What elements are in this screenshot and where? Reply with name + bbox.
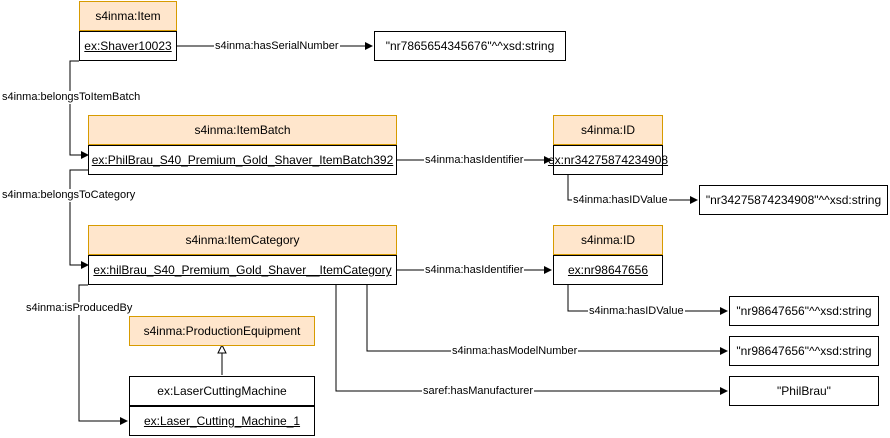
edge-has-model-number xyxy=(366,285,728,355)
category-class-header[interactable]: s4inma:ItemCategory xyxy=(88,225,397,255)
batch-class-label: s4inma:ItemBatch xyxy=(194,123,291,137)
model-literal-text: "nr98647656"^^xsd:string xyxy=(736,344,872,358)
id2-class-label: s4inma:ID xyxy=(580,233,636,247)
edge-label-has-id-value-1: s4inma:hasIDValue xyxy=(572,194,669,207)
id2-class-header[interactable]: s4inma:ID xyxy=(553,225,663,255)
manufacturer-literal[interactable]: "PhilBrau" xyxy=(729,376,879,406)
batch-class-header[interactable]: s4inma:ItemBatch xyxy=(88,115,397,145)
id2-instance-label: ex:nr98647656 xyxy=(567,263,649,277)
machine-instance-label: ex:Laser_Cutting_Machine_1 xyxy=(143,414,301,428)
equipment-class-label: s4inma:ProductionEquipment xyxy=(143,324,301,338)
edge-belongs-to-category xyxy=(69,169,89,269)
edge-label-has-model-number: s4inma:hasModelNumber xyxy=(451,345,579,358)
edge-label-belongs-to-item-batch: s4inma:belongsToItemBatch xyxy=(1,91,142,104)
edge-label-has-manufacturer: saref:hasManufacturer xyxy=(422,385,535,398)
edge-label-has-identifier-2: s4inma:hasIdentifier xyxy=(424,264,525,277)
category-instance-label: ex:hilBrau_S40_Premium_Gold_Shaver__Item… xyxy=(93,263,392,277)
item-class-header[interactable]: s4inma:Item xyxy=(79,1,177,31)
idvalue2-literal[interactable]: "nr98647656"^^xsd:string xyxy=(729,296,879,326)
equipment-class-header[interactable]: s4inma:ProductionEquipment xyxy=(129,316,315,346)
machine-class-header[interactable]: ex:LaserCuttingMachine xyxy=(129,376,315,406)
manufacturer-literal-text: "PhilBrau" xyxy=(777,384,831,398)
machine-class-label: ex:LaserCuttingMachine xyxy=(157,384,287,398)
subclass-arrowhead xyxy=(217,343,227,354)
item-instance[interactable]: ex:Shaver10023 xyxy=(79,31,177,61)
edge-belongs-to-item-batch xyxy=(69,60,89,159)
idvalue2-literal-text: "nr98647656"^^xsd:string xyxy=(736,304,872,318)
item-instance-label: ex:Shaver10023 xyxy=(84,39,172,53)
machine-instance[interactable]: ex:Laser_Cutting_Machine_1 xyxy=(129,406,315,436)
id1-instance[interactable]: ex:nr34275874234908 xyxy=(548,145,668,175)
idvalue1-literal[interactable]: "nr34275874234908"^^xsd:string xyxy=(699,185,888,215)
category-instance[interactable]: ex:hilBrau_S40_Premium_Gold_Shaver__Item… xyxy=(88,255,397,285)
batch-instance[interactable]: ex:PhilBrau_S40_Premium_Gold_Shaver_Item… xyxy=(88,145,397,175)
model-literal[interactable]: "nr98647656"^^xsd:string xyxy=(729,336,879,366)
category-class-label: s4inma:ItemCategory xyxy=(185,233,300,247)
edge-label-has-id-value-2: s4inma:hasIDValue xyxy=(588,305,685,318)
edge-has-manufacturer xyxy=(335,285,728,395)
id1-instance-label: ex:nr34275874234908 xyxy=(547,153,669,167)
idvalue1-literal-text: "nr34275874234908"^^xsd:string xyxy=(705,193,882,207)
edge-label-has-identifier-1: s4inma:hasIdentifier xyxy=(424,154,525,167)
id1-class-label: s4inma:ID xyxy=(580,123,636,137)
id2-instance[interactable]: ex:nr98647656 xyxy=(553,255,663,285)
id1-class-header[interactable]: s4inma:ID xyxy=(553,115,663,145)
batch-instance-label: ex:PhilBrau_S40_Premium_Gold_Shaver_Item… xyxy=(91,153,394,167)
serial-literal[interactable]: "nr7865654345676"^^xsd:string xyxy=(374,31,566,61)
edge-label-is-produced-by: s4inma:isProducedBy xyxy=(25,302,134,315)
edge-is-produced-by xyxy=(78,284,128,425)
serial-literal-text: "nr7865654345676"^^xsd:string xyxy=(385,39,555,53)
edge-label-has-serial-number: s4inma:hasSerialNumber xyxy=(214,40,340,53)
item-class-label: s4inma:Item xyxy=(95,9,161,23)
edge-label-belongs-to-category: s4inma:belongsToCategory xyxy=(1,189,137,202)
